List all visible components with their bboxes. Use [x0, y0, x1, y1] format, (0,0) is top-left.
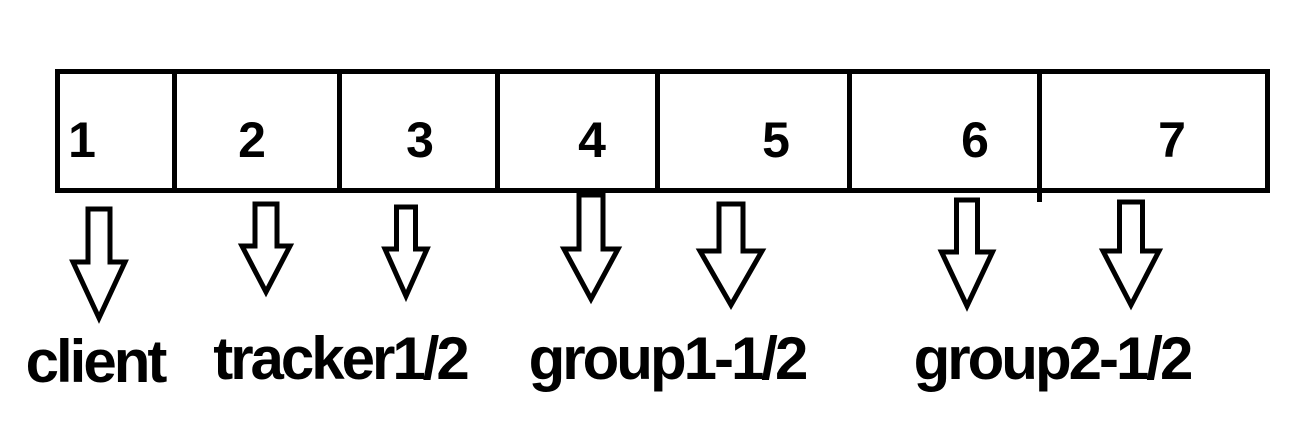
cell-divider — [655, 74, 660, 188]
cell-number-1: 1 — [68, 112, 96, 168]
cell-divider — [337, 74, 342, 188]
cell-number-4: 4 — [578, 112, 606, 168]
role-label-client: client — [25, 328, 168, 395]
down-arrow-icon — [937, 197, 997, 312]
box-cell-5 — [658, 69, 850, 193]
box-cell-7 — [1040, 69, 1270, 193]
cell-divider — [847, 74, 852, 188]
down-arrow-icon — [695, 201, 767, 311]
cell-number-5: 5 — [762, 112, 790, 168]
down-arrow-icon — [559, 192, 623, 305]
down-arrow-icon — [1098, 199, 1164, 311]
cell-number-7: 7 — [1158, 112, 1186, 168]
cell-number-2: 2 — [238, 112, 266, 168]
role-label-group2-1-2: group2-1/2 — [913, 325, 1194, 392]
cell-divider — [172, 74, 177, 188]
server-row-box — [55, 69, 1270, 193]
cell-divider-tail — [1037, 193, 1042, 202]
cell-number-3: 3 — [406, 112, 434, 168]
down-arrow-icon — [381, 204, 431, 303]
down-arrow-icon — [237, 201, 295, 298]
cell-number-6: 6 — [961, 112, 989, 168]
role-label-group1-1-2: group1-1/2 — [528, 325, 809, 392]
box-cell-6 — [850, 69, 1040, 193]
down-arrow-icon — [69, 206, 129, 324]
cell-divider — [1037, 74, 1042, 188]
cell-divider — [495, 74, 500, 188]
role-label-tracker1-2: tracker1/2 — [213, 325, 470, 392]
